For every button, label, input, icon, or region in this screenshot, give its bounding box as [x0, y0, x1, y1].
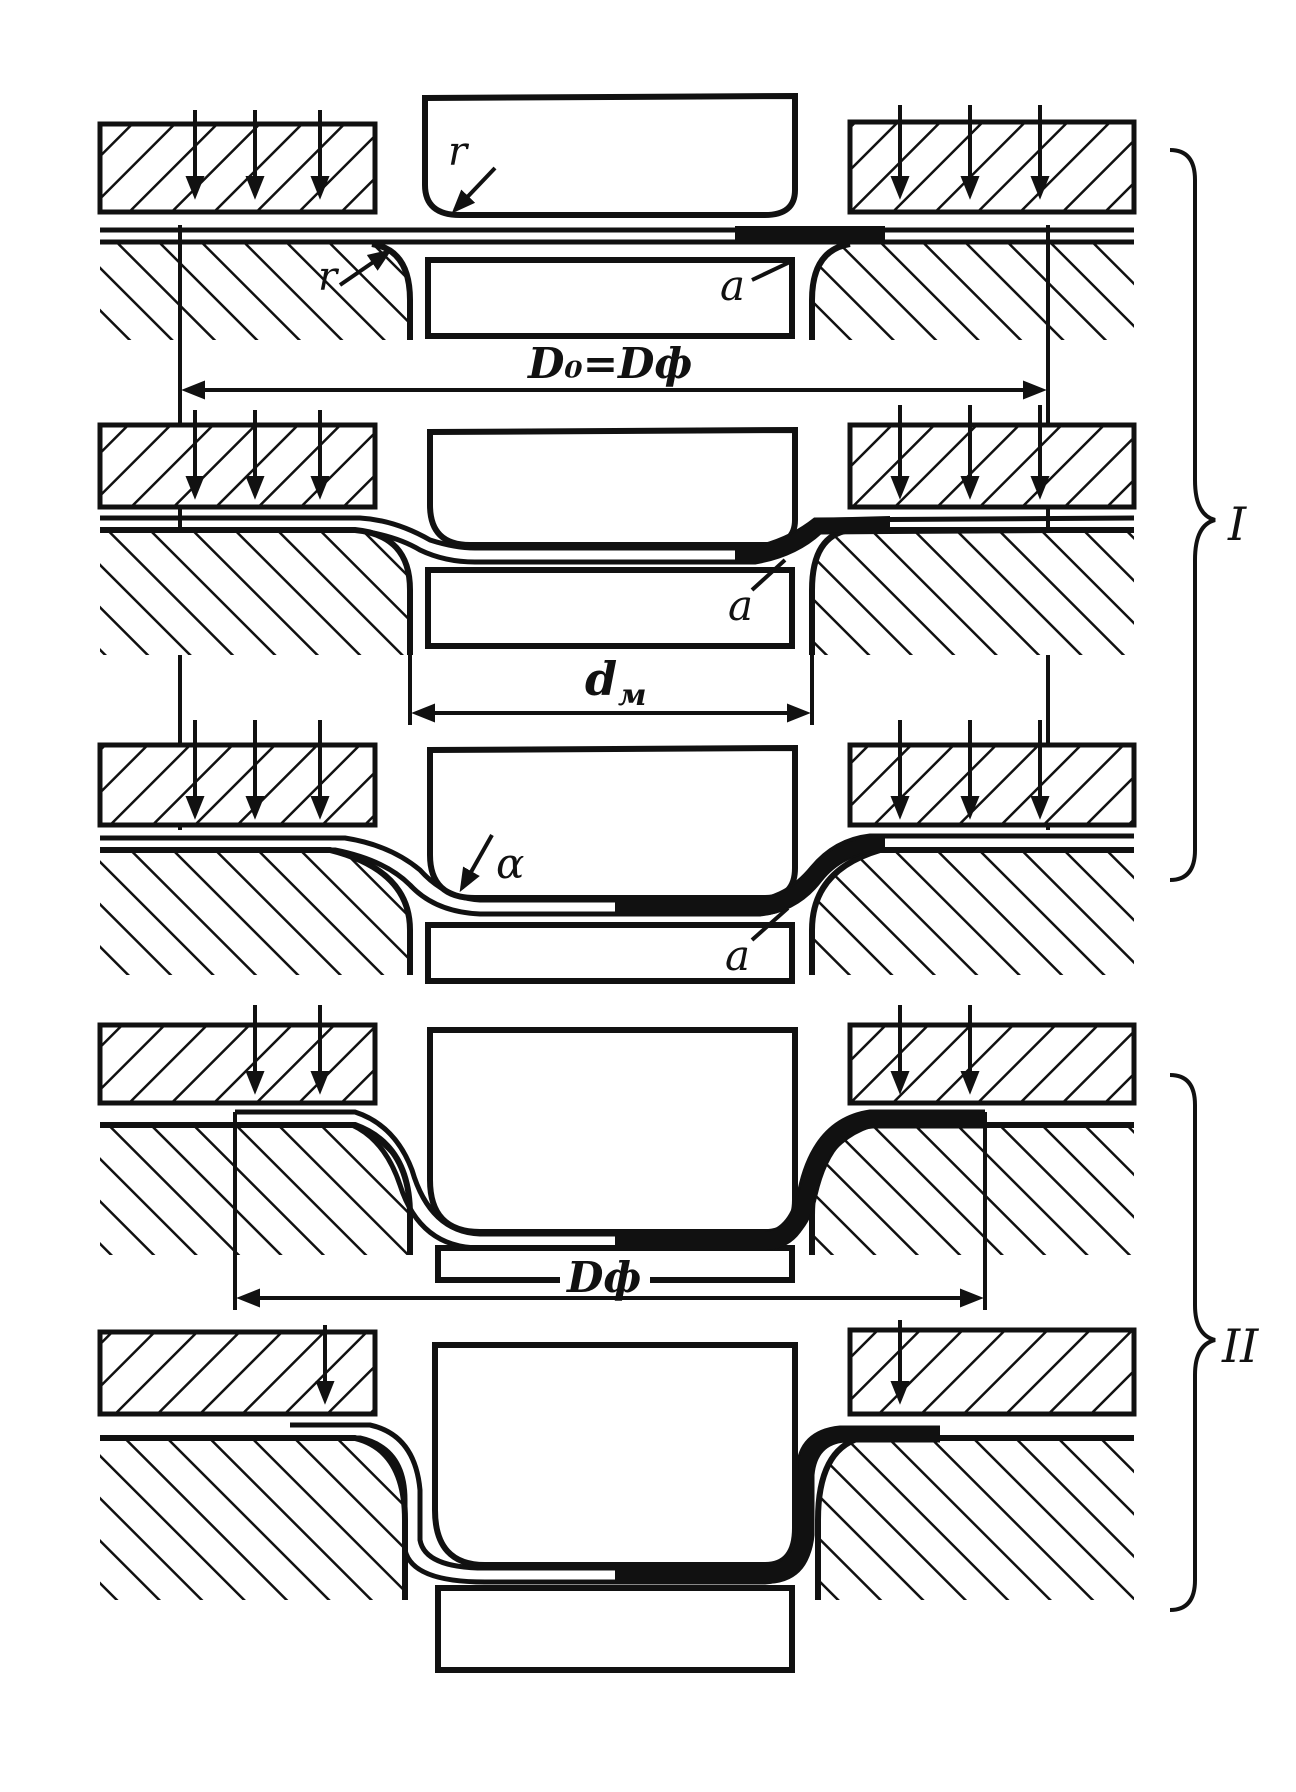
label-group-II: II: [1221, 1319, 1259, 1373]
label-a-3: a: [725, 931, 750, 980]
leader-alpha: [459, 834, 494, 893]
die-right: [812, 850, 1134, 975]
ejector: [425, 567, 795, 649]
stage-5: [97, 1320, 1137, 1673]
group-II: II: [1169, 1073, 1259, 1612]
blank-holder-right: [847, 1327, 1137, 1417]
blank-holder-left: [97, 742, 378, 828]
label-a-1: a: [720, 261, 745, 310]
label-a-2: a: [728, 581, 753, 630]
dimension-Dph: Dф: [233, 1112, 987, 1310]
sheet-top: [100, 833, 1134, 903]
group-I: I: [1169, 148, 1247, 882]
label-group-I: I: [1227, 497, 1247, 551]
stage-4: [97, 1005, 1137, 1283]
die-right: [812, 244, 1134, 340]
die-left: [100, 1438, 405, 1600]
label-r-punch: r: [448, 129, 470, 175]
punch: [427, 744, 798, 901]
die-right: [812, 1125, 1134, 1255]
blank-holder-right: [847, 1022, 1137, 1106]
sheet-marked-region: [735, 226, 885, 244]
force-arrows-right: [890, 720, 1050, 820]
die-left: [100, 244, 410, 340]
leader-a-3: [750, 906, 790, 942]
blank-holder-right: [847, 119, 1137, 215]
sheet-marked-region: [735, 516, 890, 563]
label-Dph: Dф: [566, 1253, 641, 1302]
die-left: [100, 850, 410, 975]
right-curly-brace-icon: [1169, 1073, 1216, 1612]
dimension-D0: D₀=Dф: [178, 225, 1050, 830]
blank-holder-left: [97, 1329, 378, 1417]
leader-a-1: [751, 260, 791, 282]
label-r-die: r: [318, 254, 340, 300]
sheet-marked-region: [615, 1426, 940, 1584]
ejector: [435, 1585, 795, 1673]
leader-a-2: [750, 558, 787, 592]
force-arrows-left: [185, 720, 330, 820]
blank-holder-left: [97, 422, 378, 510]
blank-holder-right: [847, 422, 1137, 510]
force-arrows-left: [185, 410, 330, 500]
stage-2: a: [97, 405, 1137, 655]
label-d: d: [585, 652, 617, 706]
die-left: [100, 1125, 410, 1255]
label-alpha: α: [496, 839, 524, 888]
punch: [427, 426, 798, 548]
right-curly-brace-icon: [1169, 148, 1216, 882]
stage-1: r r a: [97, 92, 1137, 340]
punch: [422, 92, 798, 218]
punch: [432, 1342, 798, 1568]
blank-holder-left: [97, 121, 378, 215]
die-left: [100, 530, 410, 655]
stage-3: α a: [97, 720, 1137, 984]
blank-holder-left: [97, 1022, 378, 1106]
force-arrows-left: [185, 110, 330, 200]
sheet-marked-region: [615, 1110, 985, 1250]
force-arrows-right: [890, 405, 1050, 500]
ejector: [425, 257, 795, 339]
force-arrows-right: [890, 1005, 980, 1095]
blank-holder-right: [847, 742, 1137, 828]
die-right-edge: [809, 241, 851, 340]
label-D0-eq-Dph: D₀=Dф: [527, 339, 692, 388]
punch: [427, 1027, 798, 1235]
dimension-dm: d м: [408, 652, 814, 725]
leader-r-punch: [451, 166, 497, 214]
force-arrows-left: [245, 1005, 330, 1095]
force-arrows-right: [890, 105, 1050, 200]
sheet-marked-region: [615, 834, 885, 916]
die-right: [812, 530, 1134, 655]
ejector: [425, 922, 795, 984]
die-left-edge: [371, 241, 413, 340]
label-d-subscript: м: [618, 678, 647, 713]
die-right: [818, 1438, 1134, 1600]
leader-r-die: [338, 249, 392, 287]
